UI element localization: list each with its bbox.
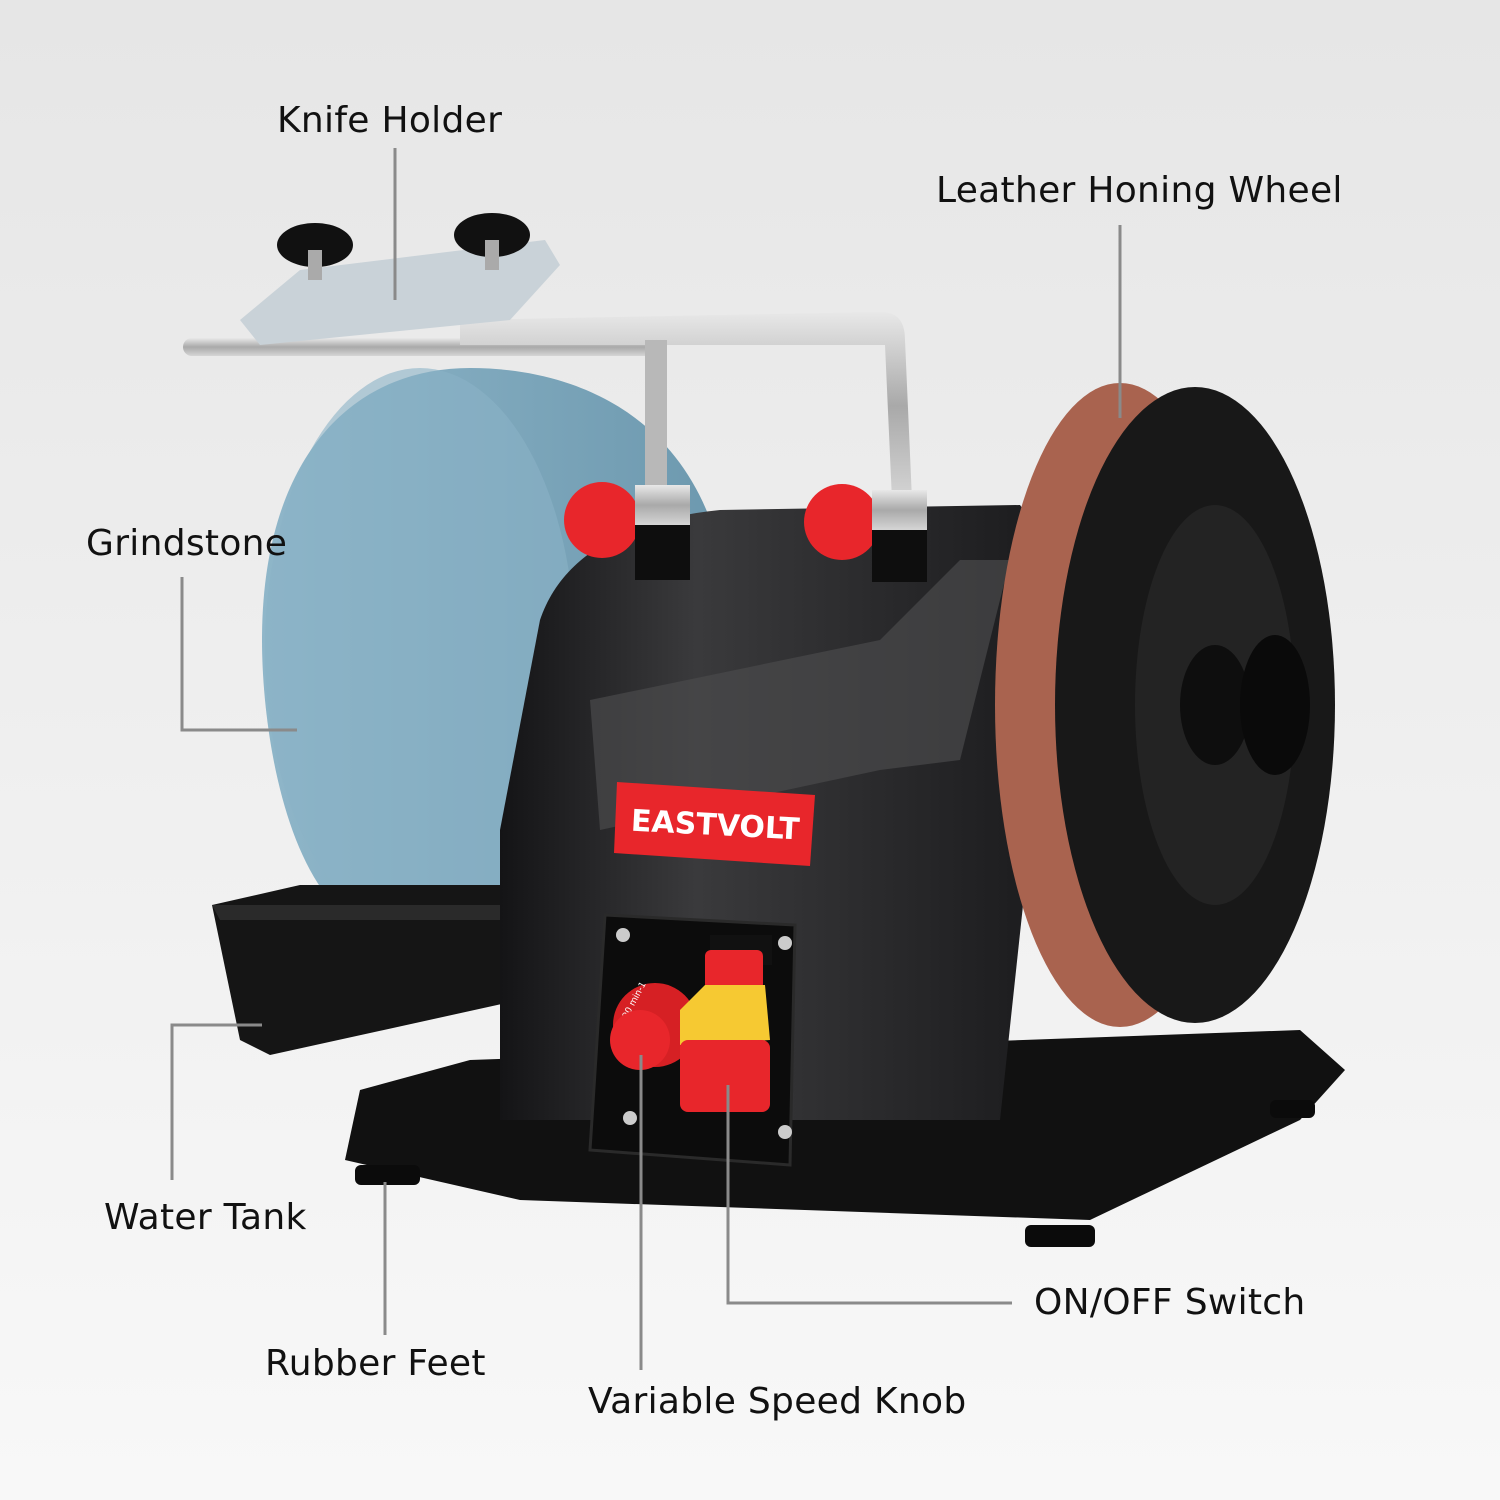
- label-rubber-feet: Rubber Feet: [265, 1343, 486, 1384]
- on-off-switch: [680, 935, 772, 1112]
- clamp-knob: [454, 213, 530, 270]
- brand-logo: EASTVOLT: [614, 782, 815, 866]
- wheel-lock-knob: [1240, 635, 1310, 775]
- label-leather-honing-wheel: Leather Honing Wheel: [936, 170, 1343, 211]
- red-locking-knob: [804, 484, 927, 582]
- water-tank: [212, 885, 520, 1055]
- label-knife-holder: Knife Holder: [277, 100, 503, 141]
- control-panel: 90 min-1: [588, 913, 797, 1167]
- rubber-foot: [355, 1165, 420, 1185]
- leader-on-off-switch: [726, 1085, 1012, 1305]
- red-locking-knob: [564, 482, 690, 580]
- rubber-foot: [1270, 1100, 1315, 1118]
- leather-honing-wheel: [995, 383, 1335, 1027]
- label-variable-speed-knob: Variable Speed Knob: [588, 1381, 967, 1422]
- leader-grindstone: [180, 577, 297, 732]
- knife-holder: [183, 213, 912, 500]
- clamp-knob: [277, 223, 353, 280]
- label-water-tank: Water Tank: [104, 1197, 307, 1238]
- label-grindstone: Grindstone: [86, 523, 288, 564]
- rubber-foot: [1025, 1225, 1095, 1247]
- label-on-off-switch: ON/OFF Switch: [1034, 1282, 1306, 1323]
- leader-water-tank: [170, 1023, 262, 1180]
- leader-lines: [170, 148, 1122, 1370]
- variable-speed-knob: 90 min-1: [610, 980, 697, 1070]
